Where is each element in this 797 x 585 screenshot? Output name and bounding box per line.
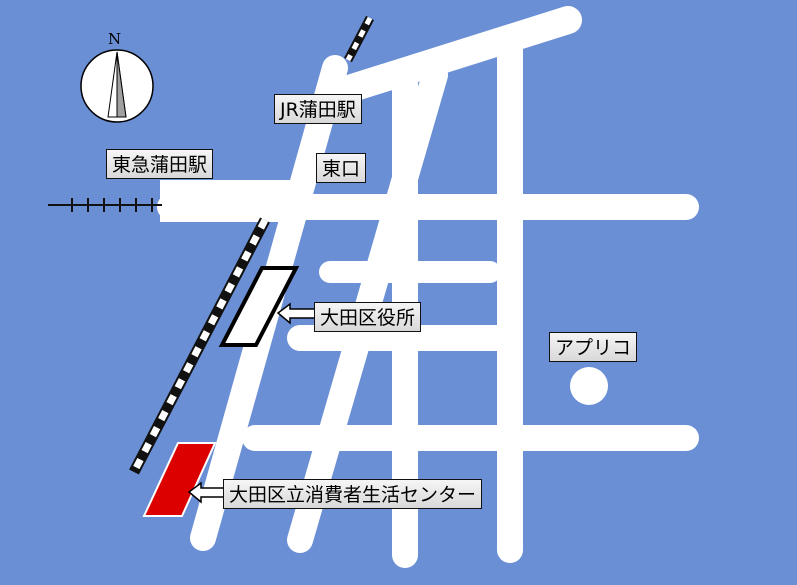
road-northeast-diagonal bbox=[316, 6, 582, 109]
east-exit-label: 東口 bbox=[316, 153, 367, 183]
consumer-center-label: 大田区立消費者生活センター bbox=[223, 479, 483, 509]
city-hall-building bbox=[218, 266, 300, 347]
consumer-center-building bbox=[142, 442, 217, 517]
tokyu-station-block bbox=[160, 180, 300, 222]
tokyu-railway bbox=[48, 198, 162, 212]
aprico-marker bbox=[570, 367, 608, 405]
city-hall-label: 大田区役所 bbox=[314, 302, 422, 332]
compass-needle-icon bbox=[80, 49, 154, 123]
jr-railway bbox=[129, 15, 374, 475]
tokyu-station-label: 東急蒲田駅 bbox=[106, 149, 214, 179]
compass-north-label: N bbox=[108, 30, 122, 48]
jr-station-label: JR蒲田駅 bbox=[274, 94, 362, 124]
aprico-label: アプリコ bbox=[549, 332, 638, 362]
